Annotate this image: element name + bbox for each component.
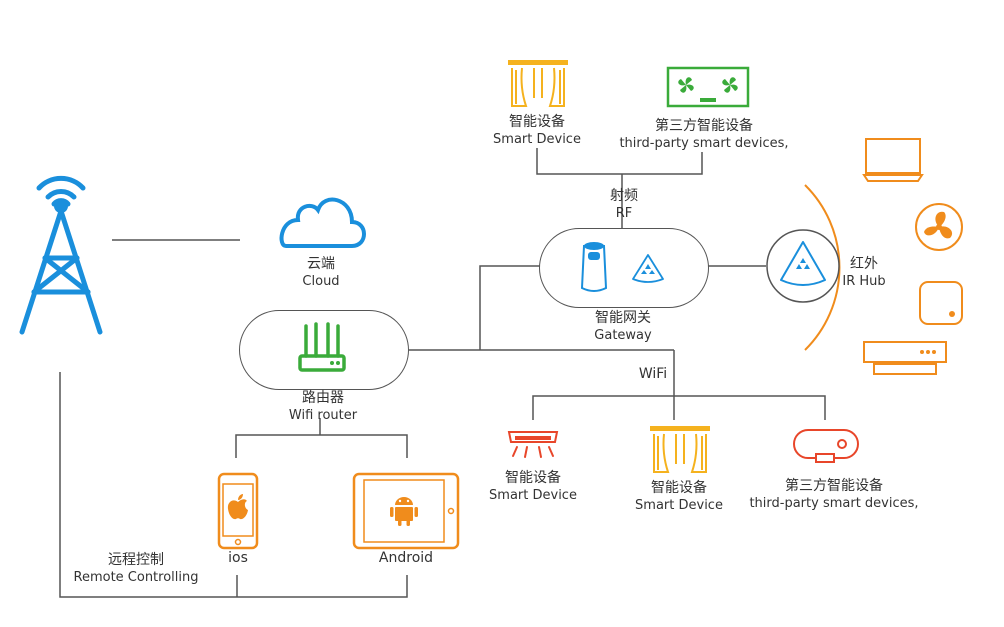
ceiling-light-icon (507, 431, 559, 458)
set-top-box-icon (919, 281, 963, 325)
router-phone-bracket (235, 434, 408, 458)
wifi-smart-device-1-label: 智能设备 Smart Device (489, 470, 577, 503)
sensor-icon (793, 429, 859, 463)
cell-tower-icon (19, 175, 103, 335)
gateway-icon (632, 254, 664, 283)
air-conditioner-icon (863, 341, 947, 375)
curtain-icon-2 (650, 426, 710, 473)
rf-label: 射频 RF (610, 188, 638, 221)
router-icon (298, 322, 346, 372)
wifi-bracket (532, 395, 826, 420)
cloud-icon (279, 197, 366, 248)
gateway-label: 智能网关 Gateway (594, 310, 652, 343)
router-node (239, 310, 409, 390)
wifi-third-party-label: 第三方智能设备 third-party smart devices, (749, 478, 919, 511)
gateway-node (539, 228, 709, 308)
remote-control-link (59, 372, 408, 598)
apple-phone-icon (217, 472, 259, 550)
rf-smart-device-label: 智能设备 Smart Device (493, 114, 581, 147)
rf-bracket (536, 148, 703, 175)
fan-panel-icon (666, 66, 750, 108)
cloud-label: 云端 Cloud (302, 256, 340, 289)
wifi-smart-device-2-label: 智能设备 Smart Device (635, 480, 723, 513)
gateway-hub-icon (580, 242, 608, 292)
android-tablet-icon (352, 472, 460, 550)
curtain-icon (508, 60, 568, 107)
fan-icon (915, 203, 963, 251)
android-label: Android (378, 550, 434, 566)
rf-third-party-label: 第三方智能设备 third-party smart devices, (619, 118, 789, 151)
ios-label: ios (228, 550, 248, 566)
ir-hub-icon (766, 229, 840, 303)
ir-hub-label: 红外 IR Hub (842, 256, 886, 289)
router-label: 路由器 Wifi router (288, 390, 358, 423)
wifi-label: WiFi (638, 366, 668, 382)
gateway-left-link (479, 265, 540, 350)
remote-label: 远程控制 Remote Controlling (73, 552, 199, 585)
tv-icon (862, 138, 924, 182)
